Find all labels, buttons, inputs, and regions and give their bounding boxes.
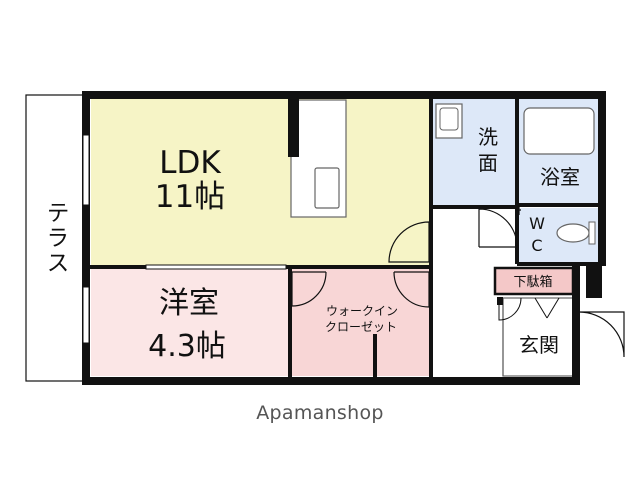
- wic-label-line2: クローゼット: [325, 320, 397, 334]
- watermark-text: Apamanshop: [256, 402, 384, 424]
- washroom-label-line1: 洗: [478, 125, 498, 149]
- sliding-door-western: [145, 264, 287, 270]
- wc-label-line2: C: [531, 236, 542, 255]
- ldk-size-label: 11帖: [155, 179, 225, 215]
- wic-label-line1: ウォークイン: [326, 304, 398, 318]
- entrance-label: 玄関: [519, 333, 559, 357]
- window-western-left: [82, 286, 90, 344]
- ldk-name-label: LDK: [159, 145, 221, 181]
- bath-label: 浴室: [540, 165, 580, 189]
- entrance-pillar: [586, 262, 602, 298]
- wall-stub: [497, 297, 503, 305]
- floor-plan: テラス LDK 11帖 洋室 4.3帖 ウォークイン クローゼット 洗 面 浴室…: [25, 91, 625, 386]
- door-entrance: [578, 311, 625, 358]
- western-room: [91, 269, 288, 376]
- door-hall-entry: [498, 297, 522, 321]
- shoe-box: [493, 266, 575, 296]
- toilet-tank: [588, 221, 596, 245]
- bathtub: [523, 107, 595, 155]
- door-shoe-left: [534, 297, 548, 319]
- entrance-outer-wall: [429, 262, 580, 385]
- outer-wall: [82, 91, 606, 385]
- door-washroom: [478, 208, 518, 248]
- door-shoe-right: [546, 297, 560, 319]
- washbasin-bowl: [439, 107, 459, 131]
- walk-in-closet: [292, 269, 429, 376]
- door-closet-right: [393, 271, 430, 308]
- ldk-room: [91, 99, 429, 265]
- kitchen-back-wall: [288, 99, 299, 157]
- door-ldk: [388, 221, 430, 263]
- terrace-area: [25, 94, 85, 382]
- kitchen-sink: [314, 167, 340, 209]
- toilet-bowl: [556, 223, 590, 243]
- door-closet-left: [291, 271, 327, 307]
- door-wc: [515, 203, 521, 215]
- window-ldk-left: [82, 134, 90, 206]
- terrace-label: テラス: [42, 201, 68, 276]
- wc-label-line1: W: [529, 214, 545, 233]
- washroom-label-line2: 面: [478, 151, 498, 175]
- western-size-label: 4.3帖: [148, 329, 226, 364]
- shoe-box-label: 下駄箱: [513, 274, 552, 290]
- western-name-label: 洋室: [159, 286, 219, 321]
